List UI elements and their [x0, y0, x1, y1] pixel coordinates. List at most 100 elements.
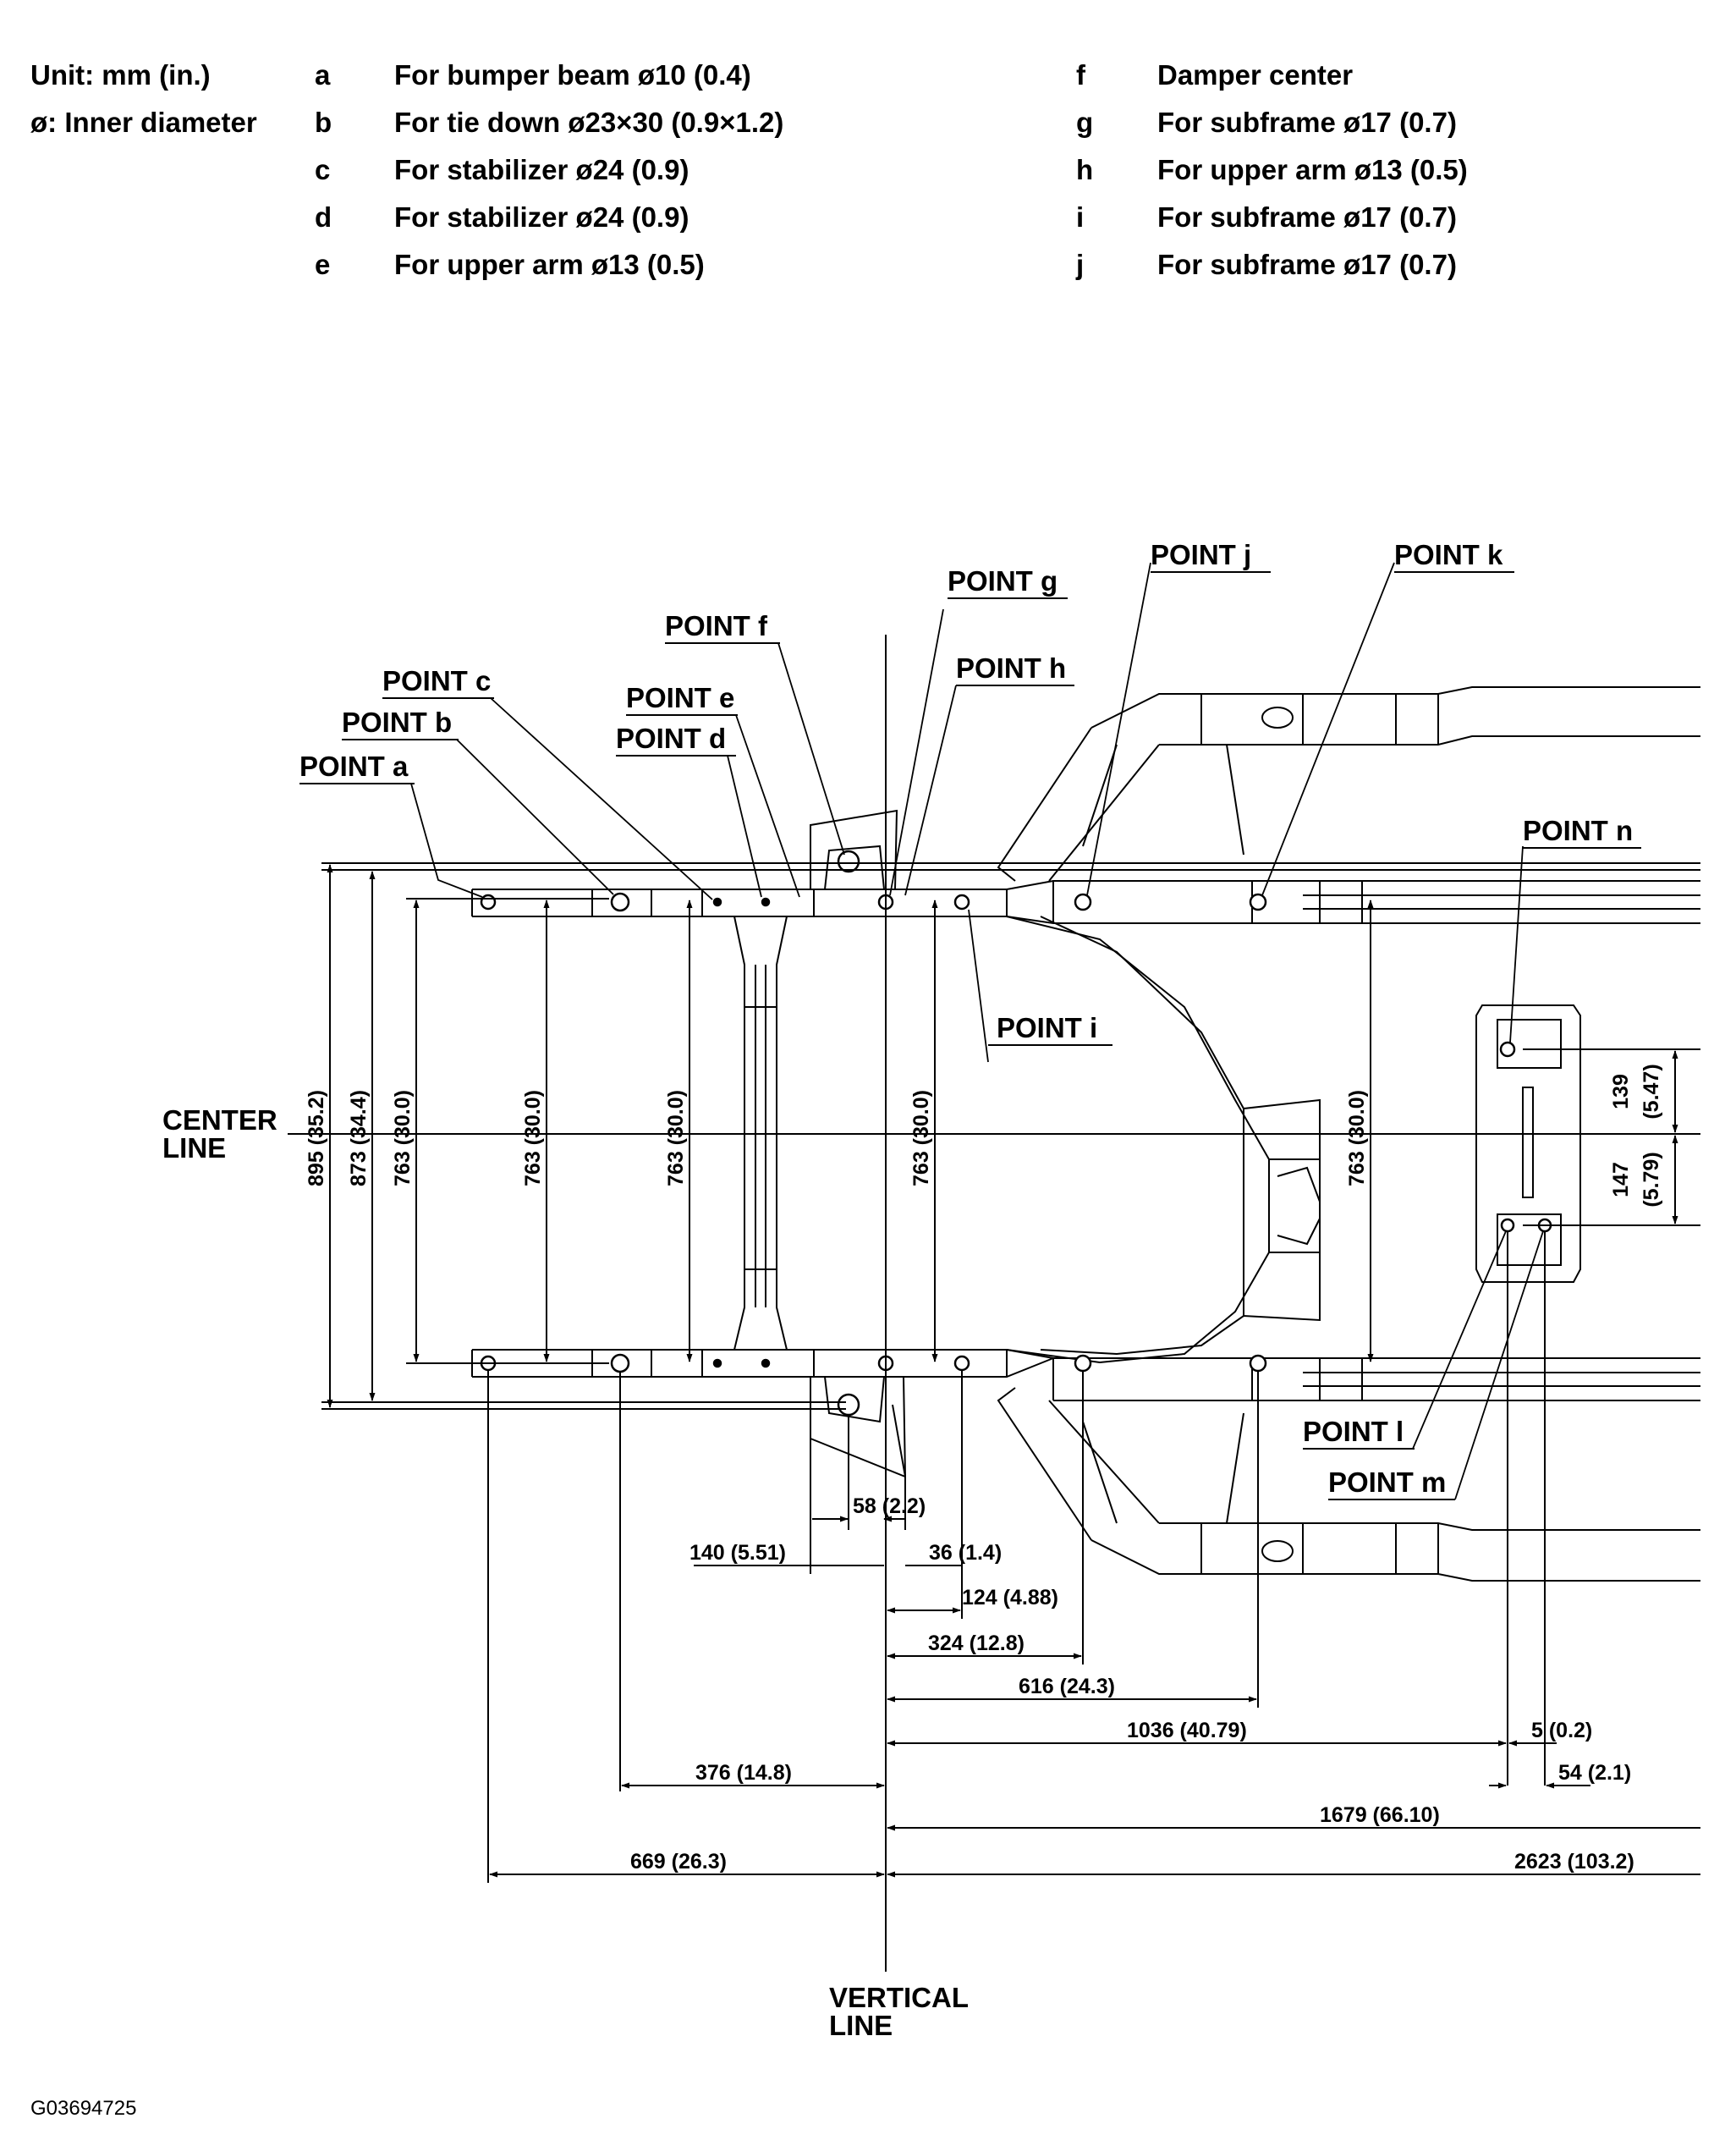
dim-763-e: 763 (30.0) [1345, 1090, 1369, 1186]
dim-36: 36 (1.4) [929, 1541, 1002, 1565]
hole-a-upper [480, 894, 497, 911]
hole-j-lower [1074, 1354, 1092, 1373]
label-point-b: POINT b [342, 707, 452, 738]
legend-key-h: h [1076, 154, 1094, 185]
measurement-holes [480, 850, 1552, 1417]
label-point-l: POINT l [1303, 1416, 1404, 1447]
dim-763-a: 763 (30.0) [391, 1090, 415, 1186]
upper-side-rail [472, 880, 1700, 890]
label-point-j: POINT j [1151, 539, 1251, 570]
label-point-f: POINT f [665, 610, 768, 641]
dim-1679: 1679 (66.10) [1320, 1803, 1440, 1827]
horizontal-dimension-labels: 58 (2.2) 140 (5.51) 36 (1.4) 124 (4.88) … [630, 1494, 1634, 1874]
label-point-e: POINT e [626, 682, 734, 713]
point-labels: POINT a POINT b POINT c POINT d POINT e … [299, 539, 1633, 1498]
inner-diameter-label: ø: Inner diameter [30, 107, 257, 138]
legend-key-a: a [315, 59, 331, 91]
dim-140: 140 (5.51) [689, 1541, 786, 1565]
hole-f-lower [837, 1393, 860, 1417]
label-point-h: POINT h [956, 652, 1066, 684]
hole-l [1500, 1218, 1515, 1233]
legend-text-i: For subframe ø17 (0.7) [1157, 201, 1457, 233]
label-point-k: POINT k [1394, 539, 1503, 570]
hole-b-upper [610, 892, 630, 912]
unit-label: Unit: mm (in.) [30, 59, 211, 91]
vertical-dimension-labels: 895 (35.2) 873 (34.4) 763 (30.0) 763 (30… [305, 1064, 1663, 1207]
dim-763-b: 763 (30.0) [521, 1090, 545, 1186]
hole-c-upper [712, 897, 722, 907]
legend-key-d: d [315, 201, 332, 233]
dim-54: 54 (2.1) [1558, 1761, 1631, 1785]
rear-bracket [1475, 1004, 1581, 1283]
vehicle-frame [471, 686, 1700, 1582]
legend-key-f: f [1076, 59, 1085, 91]
dim-873: 873 (34.4) [347, 1090, 371, 1186]
legend-text-f: Damper center [1157, 59, 1354, 91]
rear-crossmember [1006, 916, 1270, 1364]
label-point-g: POINT g [948, 565, 1058, 597]
hole-k-lower [1249, 1354, 1267, 1373]
hole-b-lower [610, 1353, 630, 1373]
legend-key-i: i [1076, 201, 1085, 233]
hole-d-lower [761, 1358, 771, 1368]
legend-key-c: c [315, 154, 331, 185]
legend-key-j: j [1076, 249, 1085, 280]
hole-d-upper [761, 897, 771, 907]
legend-text-c: For stabilizer ø24 (0.9) [394, 154, 689, 185]
vertical-line-label-2: LINE [829, 2010, 893, 2041]
dim-1036: 1036 (40.79) [1127, 1719, 1247, 1742]
dim-376: 376 (14.8) [695, 1761, 792, 1785]
dim-147: 147 [1609, 1162, 1633, 1197]
label-underlines [299, 571, 1641, 1500]
legend: Unit: mm (in.) ø: Inner diameter a For b… [0, 0, 1736, 305]
dim-2623: 2623 (103.2) [1514, 1850, 1634, 1874]
dim-763-d: 763 (30.0) [909, 1090, 933, 1186]
hole-k-upper [1249, 893, 1267, 911]
vertical-dimension-lines [327, 864, 1678, 1408]
label-point-i: POINT i [997, 1012, 1097, 1043]
hole-i-lower [953, 1355, 970, 1372]
dim-669: 669 (26.3) [630, 1850, 727, 1874]
reference-lines [288, 635, 1700, 1972]
legend-text-h: For upper arm ø13 (0.5) [1157, 154, 1468, 185]
dim-895: 895 (35.2) [305, 1090, 328, 1186]
legend-text-e: For upper arm ø13 (0.5) [394, 249, 705, 280]
label-point-d: POINT d [616, 723, 726, 754]
dim-139-in: (5.47) [1640, 1064, 1663, 1119]
legend-key-e: e [315, 249, 331, 280]
lower-side-rail [472, 1349, 1700, 1359]
legend-text-j: For subframe ø17 (0.7) [1157, 249, 1457, 280]
hole-j-upper [1074, 893, 1092, 911]
dim-139: 139 [1609, 1074, 1633, 1109]
hole-n [1499, 1041, 1516, 1058]
legend-text-g: For subframe ø17 (0.7) [1157, 107, 1457, 138]
center-line-label-1: CENTER [162, 1104, 277, 1136]
dim-324: 324 (12.8) [928, 1632, 1025, 1655]
leader-lines [410, 562, 1544, 1500]
figure-id: G03694725 [30, 2097, 137, 2120]
label-point-n: POINT n [1523, 815, 1633, 846]
dim-763-c: 763 (30.0) [664, 1090, 688, 1186]
label-point-m: POINT m [1328, 1466, 1446, 1498]
label-point-c: POINT c [382, 665, 491, 696]
legend-text-b: For tie down ø23×30 (0.9×1.2) [394, 107, 784, 138]
legend-text-d: For stabilizer ø24 (0.9) [394, 201, 689, 233]
dim-124: 124 (4.88) [962, 1586, 1058, 1610]
damper-tower-lower [824, 1376, 885, 1423]
hole-c-lower [712, 1358, 722, 1368]
legend-text-a: For bumper beam ø10 (0.4) [394, 59, 751, 91]
vertical-line-label-1: VERTICAL [829, 1982, 969, 2013]
dim-616: 616 (24.3) [1019, 1675, 1115, 1698]
dim-58: 58 (2.2) [853, 1494, 926, 1518]
legend-key-b: b [315, 107, 332, 138]
label-point-a: POINT a [299, 751, 409, 782]
front-crossmember [733, 916, 745, 1351]
horizontal-dimension-lines [489, 1516, 1700, 1878]
damper-tower-upper [810, 809, 898, 890]
legend-key-g: g [1076, 107, 1094, 138]
dim-5: 5 (0.2) [1531, 1719, 1592, 1742]
center-line-label-2: LINE [162, 1132, 226, 1164]
dim-147-in: (5.79) [1640, 1152, 1663, 1207]
hole-i-upper [953, 894, 970, 911]
